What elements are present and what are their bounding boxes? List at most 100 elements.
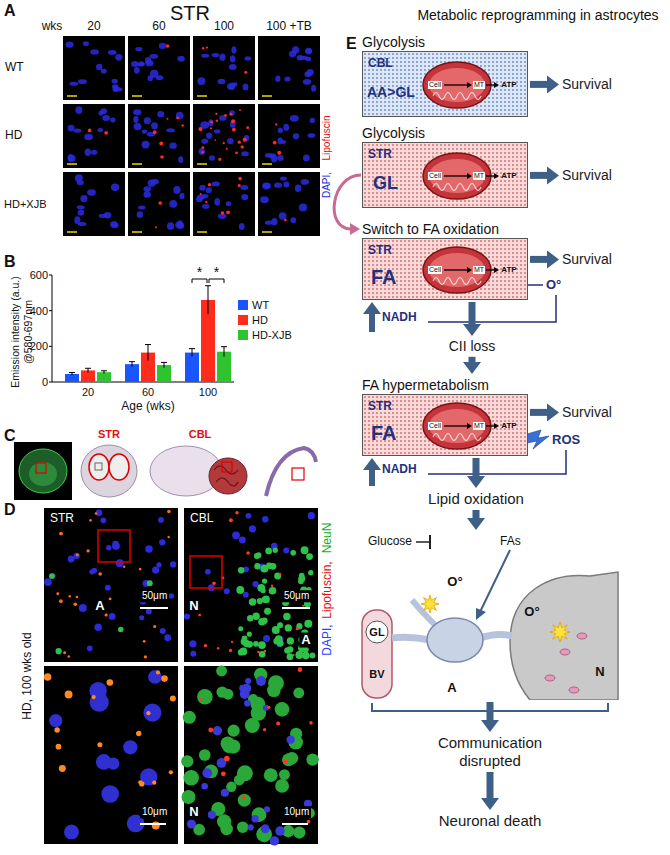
lipofuscin-speck [136,731,141,736]
nucleus [243,592,249,598]
neuron-marker [238,794,251,807]
lipofuscin-speck [257,651,260,654]
nucleus [290,115,299,122]
nucleus [245,56,252,60]
lipofuscin-speck [235,511,239,515]
figure-label: B [4,253,16,271]
arrow-head [547,250,559,268]
up-arrow [369,313,375,332]
nucleus [110,118,115,123]
micrograph [63,104,125,168]
lipofuscin-speck [217,647,219,649]
neuron-marker [290,550,296,556]
micrograph [63,36,125,100]
nucleus [201,54,209,58]
figure-label: 200 [30,340,48,353]
nucleus [262,516,268,522]
nucleus [80,195,87,202]
feedback-line [428,295,556,322]
flow-text: Survival [562,251,612,268]
micrograph [184,508,318,662]
nucleus [169,142,176,148]
lipofuscin-speck [284,219,287,222]
nucleus [270,836,279,845]
process-box: Switch to FA oxidationSTRFACellMTATP [362,220,528,300]
mitochondrion-inner [429,409,485,443]
lipofuscin-speck [160,155,164,159]
scale-bar [262,95,272,97]
neuron-marker [304,600,311,607]
nucleus [131,61,139,67]
ros-burst [550,622,570,642]
figure-label: WT [5,61,24,75]
nucleus [278,137,283,144]
scale-bar [132,163,142,165]
scale-bar [262,231,272,233]
flow-arrow [481,772,499,810]
error-cap [129,361,135,362]
scale-bar [132,231,142,233]
neuron-marker [247,632,252,637]
lipofuscin-speck [216,119,218,121]
figure-label: A [93,599,106,614]
flow-text: Communication disrupted [438,734,542,770]
figure-label: HD [5,129,22,143]
lipofuscin-speck [109,598,112,601]
small-arrow-head [467,173,472,179]
nucleus [187,819,196,828]
flow-arrow [463,357,481,374]
illustration-text: BV [369,668,384,681]
nucleus [218,79,226,84]
lipofuscin-speck [239,109,241,111]
figure-label: HD, 100 wks old [21,632,35,719]
lipofuscin-speck [54,727,59,732]
nucleus [164,634,171,641]
error-cap [205,285,211,286]
box-text: AA>GL [367,84,415,100]
nucleus [115,54,122,61]
flow-text: Survival [562,404,612,421]
lipofuscin-speck [104,131,108,135]
lipofuscin-speck [244,71,247,74]
brain-image [78,442,140,500]
figure-label: STR [98,428,120,441]
block-arrow-shaft [530,409,548,416]
nucleus [308,133,316,138]
nucleus [94,623,101,630]
flow-text-line: Lipid oxidation [428,490,524,508]
lipofuscin-speck [139,781,144,786]
figure-label: DAPI, [321,172,333,198]
nucleus [283,182,289,188]
neuron-marker [254,563,260,569]
nucleus [275,826,284,835]
error-bar [224,347,225,357]
nucleus [208,119,213,126]
lipofuscin-speck [212,582,216,586]
flow-text-line: CII loss [449,338,496,355]
bar [97,372,111,382]
nucleus [202,768,212,778]
significance-bracket [209,279,224,283]
figure-label: 50μm [140,590,169,602]
nucleus [179,193,184,199]
figure-label: Lipofuscin [321,115,333,160]
nucleus [205,569,211,575]
small-arrow-head [494,82,499,88]
nucleus [111,223,118,228]
feedback-line [428,450,566,474]
box-heading: Switch to FA oxidation [362,220,528,238]
nucleus [69,82,78,86]
lipofuscin-speck [229,649,232,652]
flow-text: Survival [562,76,612,93]
up-arrow [369,469,375,486]
lipofuscin-speck [246,551,250,555]
nucleus [110,221,117,228]
flow-arrow [481,702,499,732]
flow-text: Neuronal death [439,812,542,830]
nucleus [295,185,301,193]
flow-arrow [530,250,559,268]
neuron-marker [249,598,257,606]
